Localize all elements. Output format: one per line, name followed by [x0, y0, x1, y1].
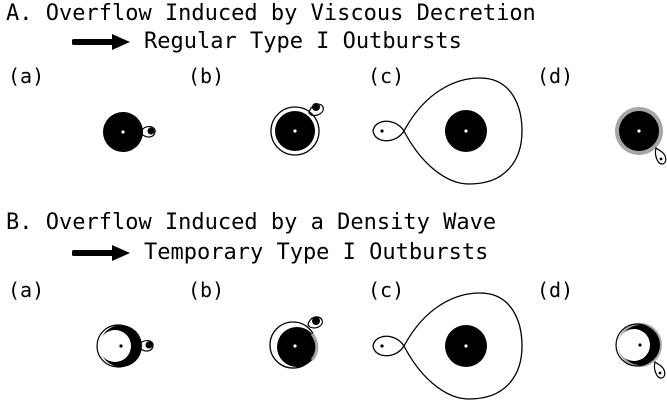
panel-b-a-label: (a) [8, 278, 45, 302]
panel-b-b-system [269, 316, 323, 369]
panel-a-a-label: (a) [8, 64, 45, 88]
panel-b-d-label: (d) [537, 278, 574, 302]
panel-a-a-system [103, 112, 156, 152]
panel-b-d-system [615, 323, 666, 379]
section-a-result: Regular Type I Outbursts [144, 29, 462, 54]
right-arrow-icon [72, 34, 130, 50]
right-arrow-icon [72, 245, 130, 261]
panel-a-c-system [372, 77, 523, 185]
panel-a-c-label: (c) [368, 64, 405, 88]
section-b-title: B. Overflow Induced by a Density Wave [6, 210, 497, 235]
panel-a-d-system [615, 107, 667, 165]
panel-b-a-system [96, 324, 154, 368]
panel-b-c-label: (c) [368, 278, 405, 302]
panel-a-b-system [270, 103, 324, 156]
section-b-result: Temporary Type I Outbursts [144, 240, 489, 265]
panel-b-c-system [372, 292, 523, 400]
panel-a-d-label: (d) [537, 64, 574, 88]
panel-a-b-label: (b) [188, 64, 225, 88]
section-a-title: A. Overflow Induced by Viscous Decretion [6, 1, 536, 26]
panel-b-b-label: (b) [188, 278, 225, 302]
